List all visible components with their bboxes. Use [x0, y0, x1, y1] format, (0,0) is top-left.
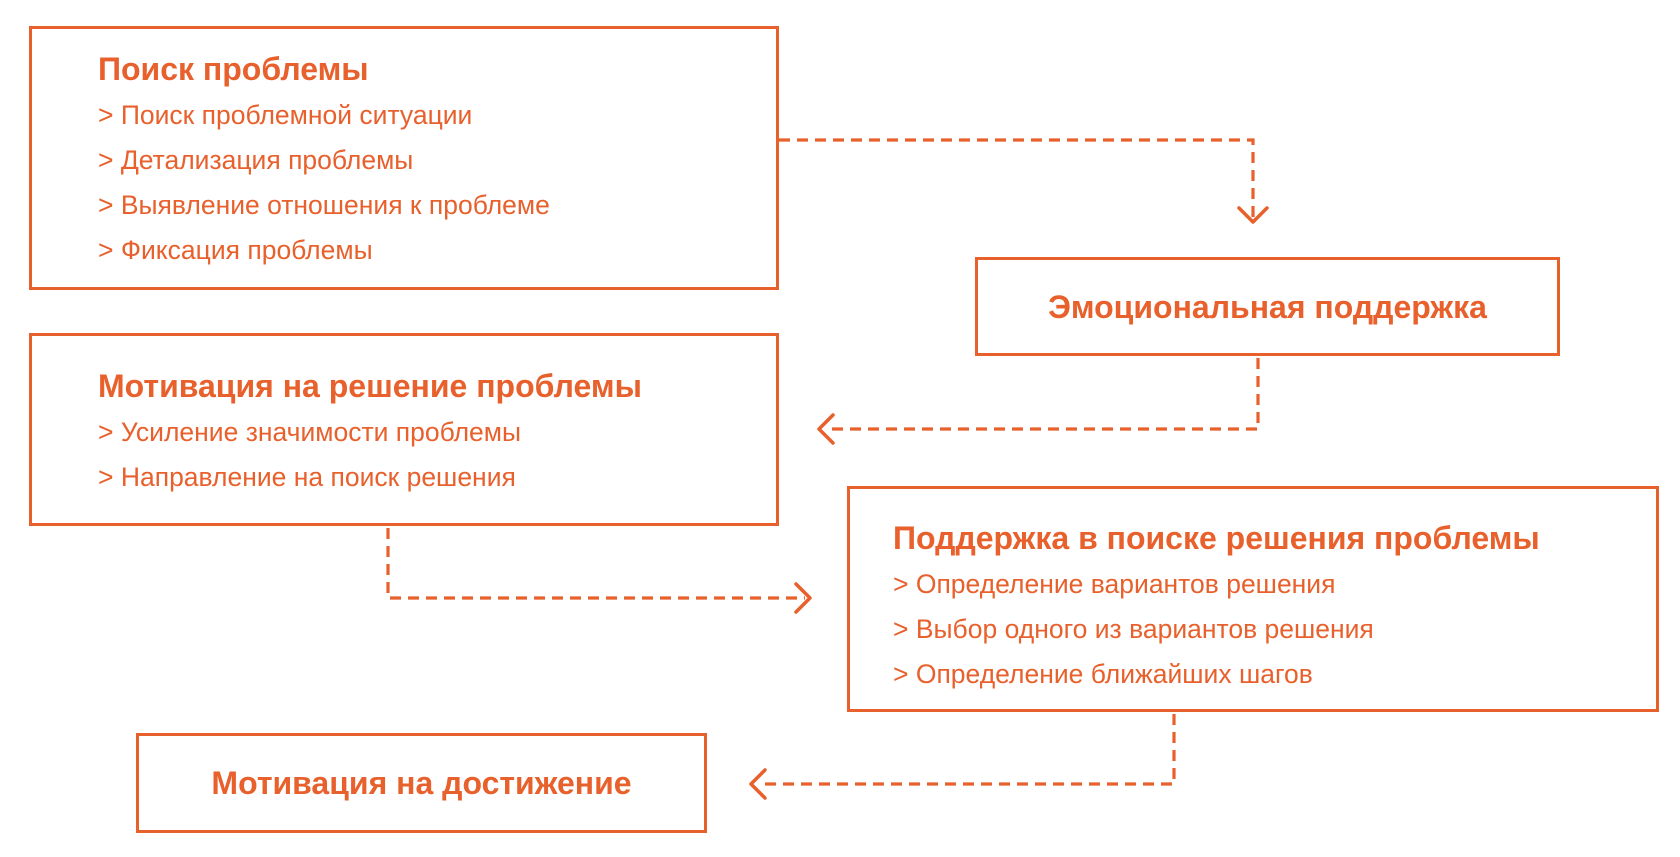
chevron-right-icon [794, 582, 812, 614]
problem-search-list: > Поиск проблемной ситуации > Детализаци… [98, 93, 776, 273]
solution-support-box: Поддержка в поиске решения проблемы > Оп… [847, 486, 1659, 712]
list-item: > Детализация проблемы [98, 145, 414, 175]
motivation-solution-title: Мотивация на решение проблемы [98, 368, 642, 404]
problem-search-box: Поиск проблемы > Поиск проблемной ситуац… [29, 26, 779, 290]
chevron-left-icon [817, 413, 835, 445]
list-item: > Фиксация проблемы [98, 235, 373, 265]
connector-line [386, 528, 805, 600]
connector-line [779, 138, 1255, 218]
list-item: > Выявление отношения к проблеме [98, 190, 550, 220]
list-item: > Выбор одного из вариантов решения [893, 614, 1374, 644]
solution-support-title: Поддержка в поиске решения проблемы [893, 520, 1540, 556]
list-item: > Направление на поиск решения [98, 462, 516, 492]
list-item: > Определение вариантов решения [893, 569, 1336, 599]
connector-line [758, 714, 1176, 786]
motivation-solution-list: > Усиление значимости проблемы > Направл… [98, 410, 776, 500]
list-item: > Усиление значимости проблемы [98, 417, 522, 447]
connector-line [827, 358, 1260, 431]
achievement-motivation-title: Мотивация на достижение [211, 765, 632, 801]
motivation-solution-box: Мотивация на решение проблемы > Усиление… [29, 333, 779, 526]
emotional-support-box: Эмоциональная поддержка [975, 257, 1560, 356]
emotional-support-title: Эмоциональная поддержка [1048, 288, 1487, 325]
chevron-left-icon [749, 768, 767, 800]
list-item: > Поиск проблемной ситуации [98, 100, 473, 130]
achievement-motivation-box: Мотивация на достижение [136, 733, 707, 833]
solution-support-list: > Определение вариантов решения > Выбор … [893, 562, 1656, 697]
problem-search-title: Поиск проблемы [98, 51, 369, 87]
chevron-down-icon [1237, 206, 1269, 224]
list-item: > Определение ближайших шагов [893, 659, 1313, 689]
